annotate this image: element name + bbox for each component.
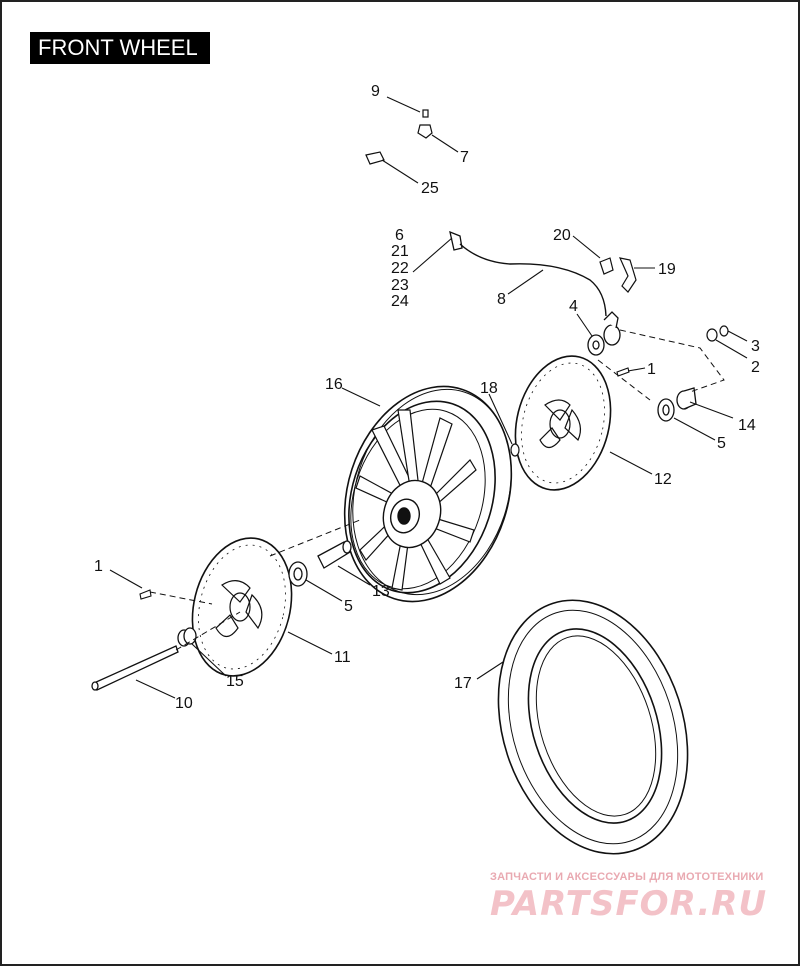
valve-stem-7 [417, 124, 433, 139]
callout-11: 11 [334, 649, 351, 666]
callout-15: 15 [226, 673, 244, 690]
callout-1-top: 1 [647, 361, 656, 378]
callout-5-left: 5 [344, 598, 353, 615]
callout-2: 2 [751, 359, 760, 376]
tire [497, 599, 689, 855]
assembly-lines [149, 329, 725, 651]
leader-lines [109, 96, 748, 699]
valve-cap-9 [422, 109, 429, 118]
sensor-cable [459, 243, 607, 317]
callout-18: 18 [480, 380, 498, 397]
clip-20 [599, 257, 614, 275]
bearing-right-5 [657, 398, 675, 422]
watermark-logo: PARTSFOR.RU [490, 884, 768, 924]
wheel-rim [343, 385, 513, 603]
callout-7: 7 [460, 149, 469, 166]
callout-9: 9 [371, 83, 380, 100]
callout-1-left: 1 [94, 558, 103, 575]
bracket-19 [618, 257, 637, 293]
callout-24: 24 [391, 293, 409, 310]
callout-14: 14 [738, 417, 756, 434]
spacer-sleeve-13 [317, 540, 352, 569]
callout-8: 8 [497, 291, 506, 308]
weight-25 [365, 151, 385, 165]
callout-10: 10 [175, 695, 193, 712]
spacer-14 [676, 387, 697, 410]
callout-17: 17 [454, 675, 472, 692]
spacer-15 [177, 627, 197, 647]
callout-19: 19 [658, 261, 676, 278]
callout-4: 4 [569, 298, 578, 315]
callout-25: 25 [421, 180, 439, 197]
callout-21: 21 [391, 243, 409, 260]
page-title: FRONT WHEEL [30, 32, 210, 64]
axle [91, 645, 179, 691]
callout-23: 23 [391, 277, 409, 294]
callout-13: 13 [372, 583, 390, 600]
speed-sensor [449, 230, 463, 251]
callout-22: 22 [391, 260, 409, 277]
bearing-4 [587, 334, 605, 356]
washer-2 [706, 328, 718, 342]
callout-20: 20 [553, 227, 571, 244]
callout-5-right: 5 [717, 435, 726, 452]
callout-12: 12 [654, 471, 672, 488]
watermark-tagline: ЗАПЧАСТИ И АКСЕССУАРЫ ДЛЯ МОТОТЕХНИКИ [490, 871, 764, 883]
brake-rotor-left [191, 537, 293, 677]
callout-3: 3 [751, 338, 760, 355]
ring-18 [510, 443, 520, 457]
wheel-hub [382, 479, 442, 549]
sensor-ring [603, 311, 621, 346]
nut-3 [719, 325, 729, 337]
callout-16: 16 [325, 376, 343, 393]
callout-6: 6 [395, 227, 404, 244]
bearing-left-5 [288, 561, 308, 587]
brake-rotor-right [514, 355, 612, 491]
